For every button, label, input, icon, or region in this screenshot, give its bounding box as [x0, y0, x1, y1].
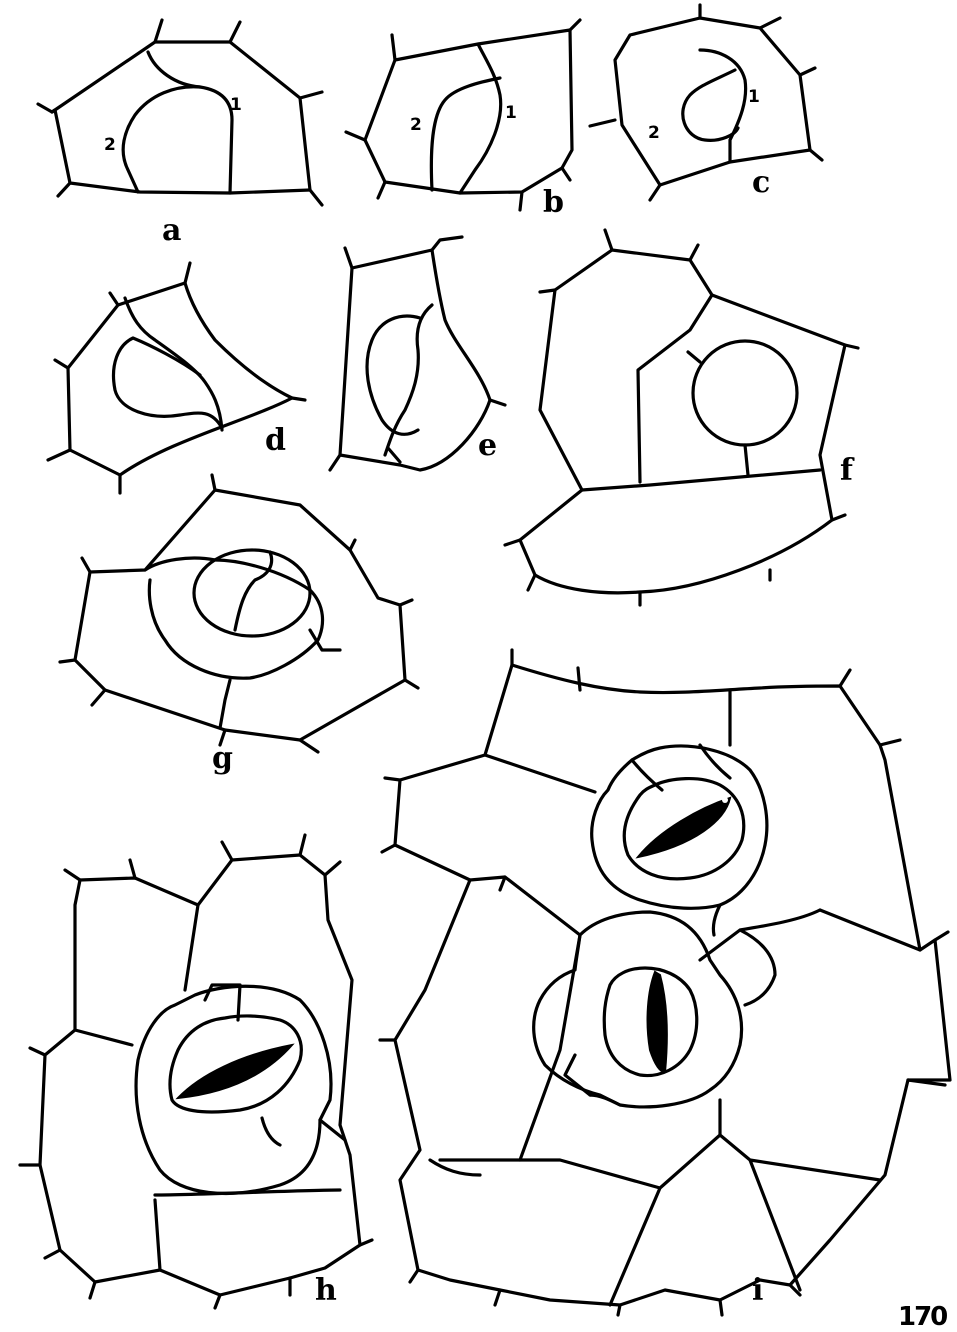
cell-label-1-c: 1 [748, 87, 760, 107]
panel-b: 1 2 b [346, 20, 580, 220]
cell-label-2-c: 2 [648, 123, 660, 143]
panel-f: f [505, 230, 858, 605]
panel-label-c: c [752, 165, 770, 200]
cell-label-1-a: 1 [230, 95, 242, 115]
panel-label-b: b [543, 185, 564, 220]
panel-label-i: i [752, 1273, 763, 1308]
panel-i: i [380, 650, 950, 1315]
cell-label-1-b: 1 [505, 103, 517, 123]
cell-label-2-a: 2 [104, 135, 116, 155]
panel-d: d [48, 263, 305, 493]
panel-g: g [60, 475, 418, 776]
panel-label-f: f [840, 453, 855, 488]
panel-a: 1 2 a [38, 20, 322, 248]
panel-label-a: a [162, 213, 181, 248]
panel-label-d: d [265, 423, 286, 458]
panel-e: e [330, 237, 505, 470]
panel-c: 1 2 c [590, 5, 822, 200]
cell-label-2-b: 2 [410, 115, 422, 135]
panel-h: h [20, 835, 372, 1308]
panel-label-e: e [478, 428, 497, 463]
plate-number: 170 [898, 1302, 947, 1332]
panel-label-h: h [315, 1273, 337, 1308]
panel-label-g: g [212, 741, 233, 776]
